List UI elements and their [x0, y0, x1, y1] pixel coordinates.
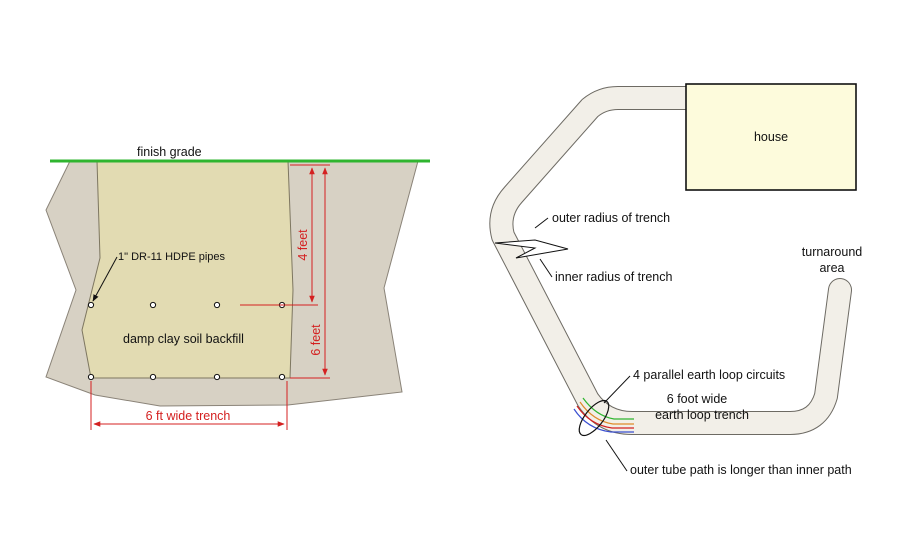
loop-tube-blue — [573, 408, 634, 433]
outer-radius-leader — [534, 217, 549, 229]
pipes-leader — [92, 256, 118, 302]
inner-radius-leader — [539, 258, 553, 278]
pipe — [87, 373, 95, 381]
depth-6ft-label: 6 feet — [309, 324, 323, 356]
pipe — [278, 373, 286, 381]
pipe-row-lower — [87, 373, 286, 381]
pipe — [149, 373, 157, 381]
turnaround-label-line1: turnaround — [802, 245, 863, 259]
trench-corridor — [490, 87, 851, 434]
path-note-leader — [605, 439, 628, 472]
trench-plan-view: house outer radius of trench inner radiu… — [489, 83, 863, 477]
circuits-label: 4 parallel earth loop circuits — [633, 368, 785, 382]
radius-pointer-arrow — [494, 239, 569, 259]
house-label: house — [754, 130, 788, 144]
circuits-leader — [603, 375, 631, 404]
depth-4ft-label: 4 feet — [296, 229, 310, 261]
turnaround-label-line2: area — [819, 261, 844, 275]
depth-4ft-dimension: 4 feet — [240, 164, 318, 306]
pipe — [149, 301, 157, 309]
pipe — [213, 373, 221, 381]
trench-label-line2: earth loop trench — [655, 408, 749, 422]
outer-radius-label: outer radius of trench — [552, 211, 670, 225]
trench-backfill — [81, 160, 294, 379]
backfill-label: damp clay soil backfill — [123, 332, 244, 346]
finish-grade-label: finish grade — [137, 145, 202, 159]
house-box — [685, 83, 857, 191]
loop-tube-red — [576, 405, 634, 429]
depth-6ft-dimension: 6 feet — [290, 164, 330, 379]
circuits-highlight-ellipse — [578, 399, 610, 437]
trench-cross-section: finish grade 1" DR-11 HDPE pipes damp cl… — [45, 145, 430, 430]
pipes-label: 1" DR-11 HDPE pipes — [118, 251, 226, 263]
trench-width-dimension: 6 ft wide trench — [90, 381, 288, 430]
pipe — [213, 301, 221, 309]
earth-loop-circuits — [573, 397, 634, 433]
path-note-label: outer tube path is longer than inner pat… — [630, 463, 852, 477]
loop-tube-green — [582, 397, 634, 420]
loop-tube-orange — [579, 401, 634, 425]
pipe — [87, 301, 95, 309]
trench-label-line1: 6 foot wide — [667, 392, 728, 406]
inner-radius-label: inner radius of trench — [555, 270, 672, 284]
trench-width-label: 6 ft wide trench — [146, 409, 231, 423]
